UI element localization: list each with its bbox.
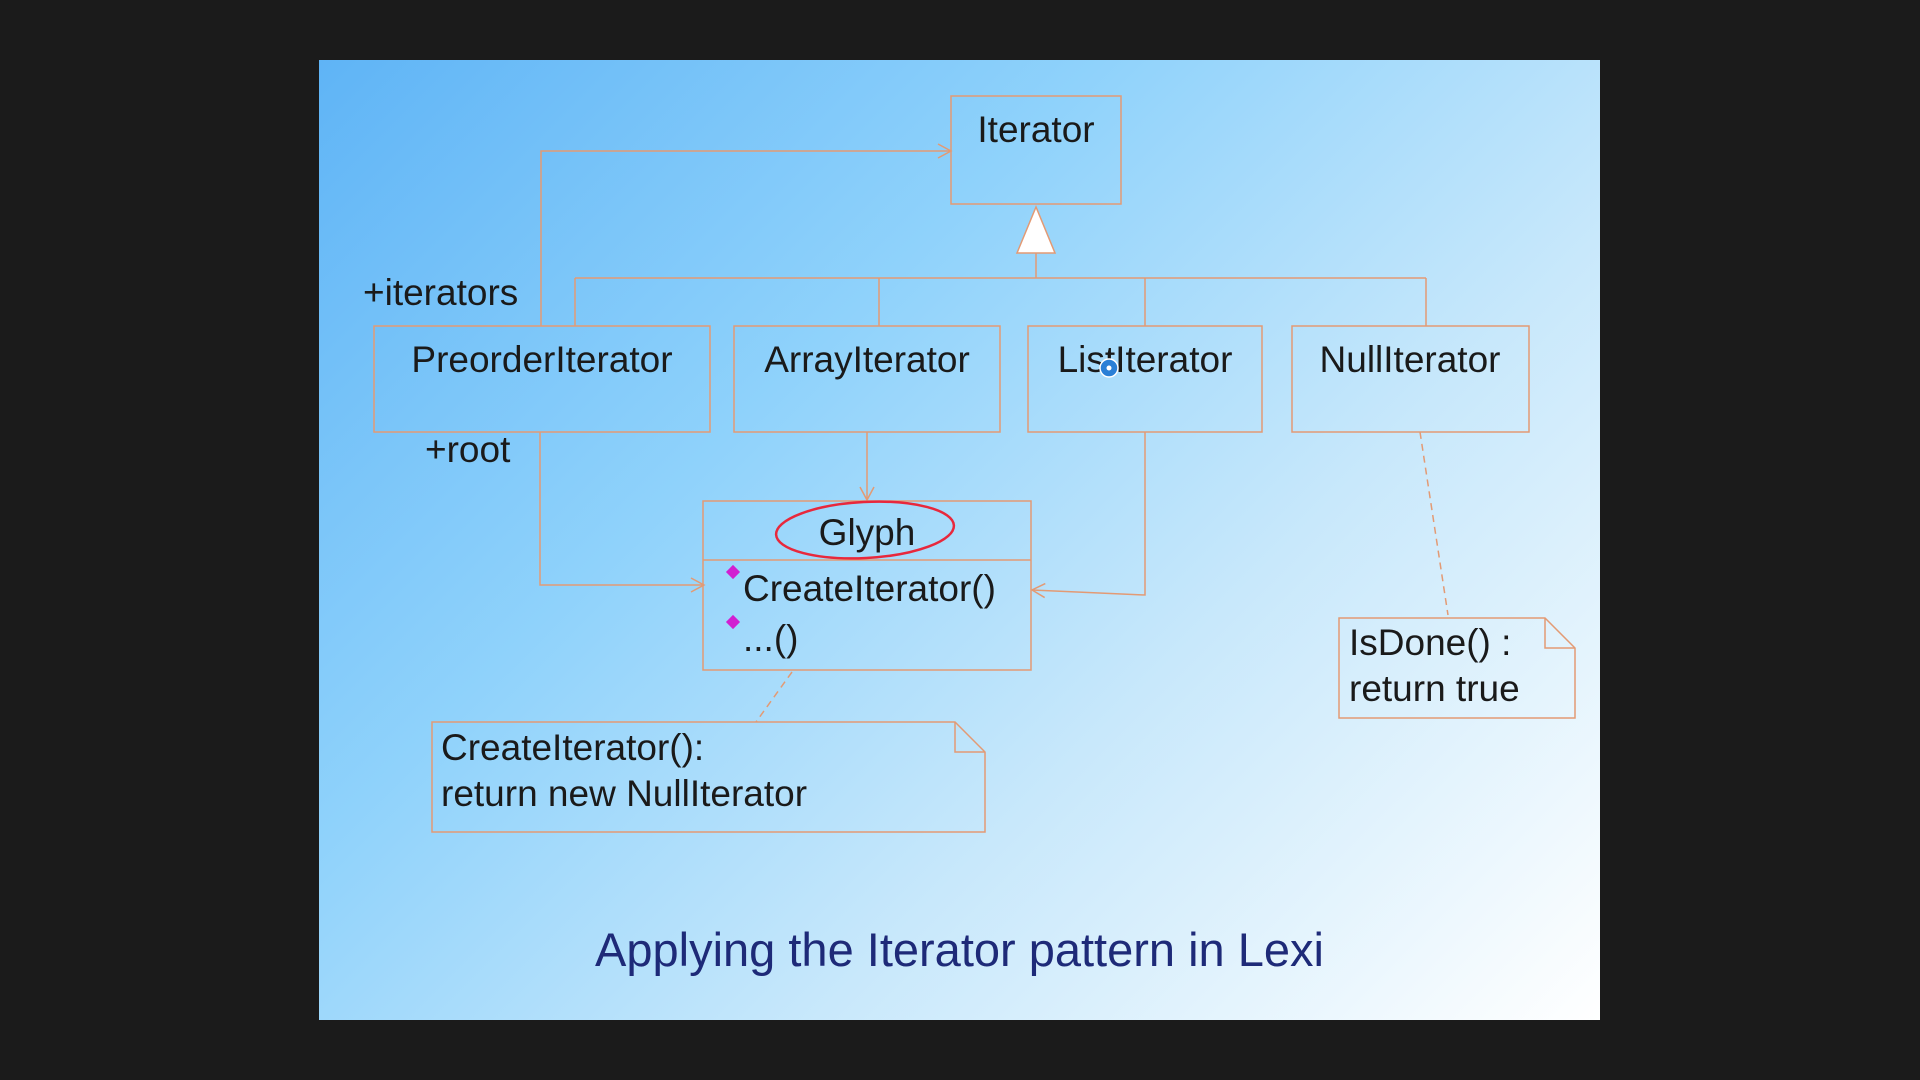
generalization-connectors <box>574 205 1427 326</box>
slide-caption: Applying the Iterator pattern in Lexi <box>595 923 1324 976</box>
list-iterator-class: ListIterator <box>1027 325 1263 433</box>
iterator-class-name: Iterator <box>977 109 1094 150</box>
iterators-association <box>540 143 953 326</box>
iterator-class: Iterator <box>950 95 1122 205</box>
isdone-note-line: return true <box>1349 668 1520 709</box>
null-iterator-class: NullIterator <box>1291 325 1530 433</box>
glyph-operation: CreateIterator() <box>743 568 996 609</box>
uml-class-diagram: Iterator +iterators PreorderIterator Arr… <box>363 95 1576 833</box>
generalization-arrowhead <box>1015 205 1057 254</box>
slide: Iterator +iterators PreorderIterator Arr… <box>319 60 1600 1020</box>
createiterator-note-anchor <box>755 671 793 723</box>
isdone-note: IsDone() : return true <box>1338 617 1576 719</box>
array-iterator-class: ArrayIterator <box>733 325 1001 433</box>
createiterator-note-line: return new NullIterator <box>441 773 807 814</box>
root-association <box>539 432 706 593</box>
annotation-circle <box>774 500 956 560</box>
list-iterator-association <box>1030 432 1146 599</box>
cursor-icon <box>1099 358 1119 378</box>
isdone-note-anchor <box>1419 431 1449 616</box>
list-iterator-class-name: ListIterator <box>1058 339 1233 380</box>
preorder-iterator-class: PreorderIterator <box>373 325 711 433</box>
preorder-iterator-class-name: PreorderIterator <box>411 339 672 380</box>
isdone-note-line: IsDone() : <box>1349 622 1511 663</box>
createiterator-note-line: CreateIterator(): <box>441 727 704 768</box>
array-iterator-class-name: ArrayIterator <box>764 339 970 380</box>
operation-marker-icon <box>725 614 741 630</box>
glyph-class: Glyph CreateIterator() ...() <box>702 500 1032 671</box>
glyph-operation: ...() <box>743 618 798 659</box>
root-role-label: +root <box>425 429 511 470</box>
glyph-class-name: Glyph <box>819 512 916 553</box>
iterators-role-label: +iterators <box>363 272 518 313</box>
operation-marker-icon <box>725 564 741 580</box>
null-iterator-class-name: NullIterator <box>1320 339 1501 380</box>
createiterator-note: CreateIterator(): return new NullIterato… <box>431 721 986 833</box>
